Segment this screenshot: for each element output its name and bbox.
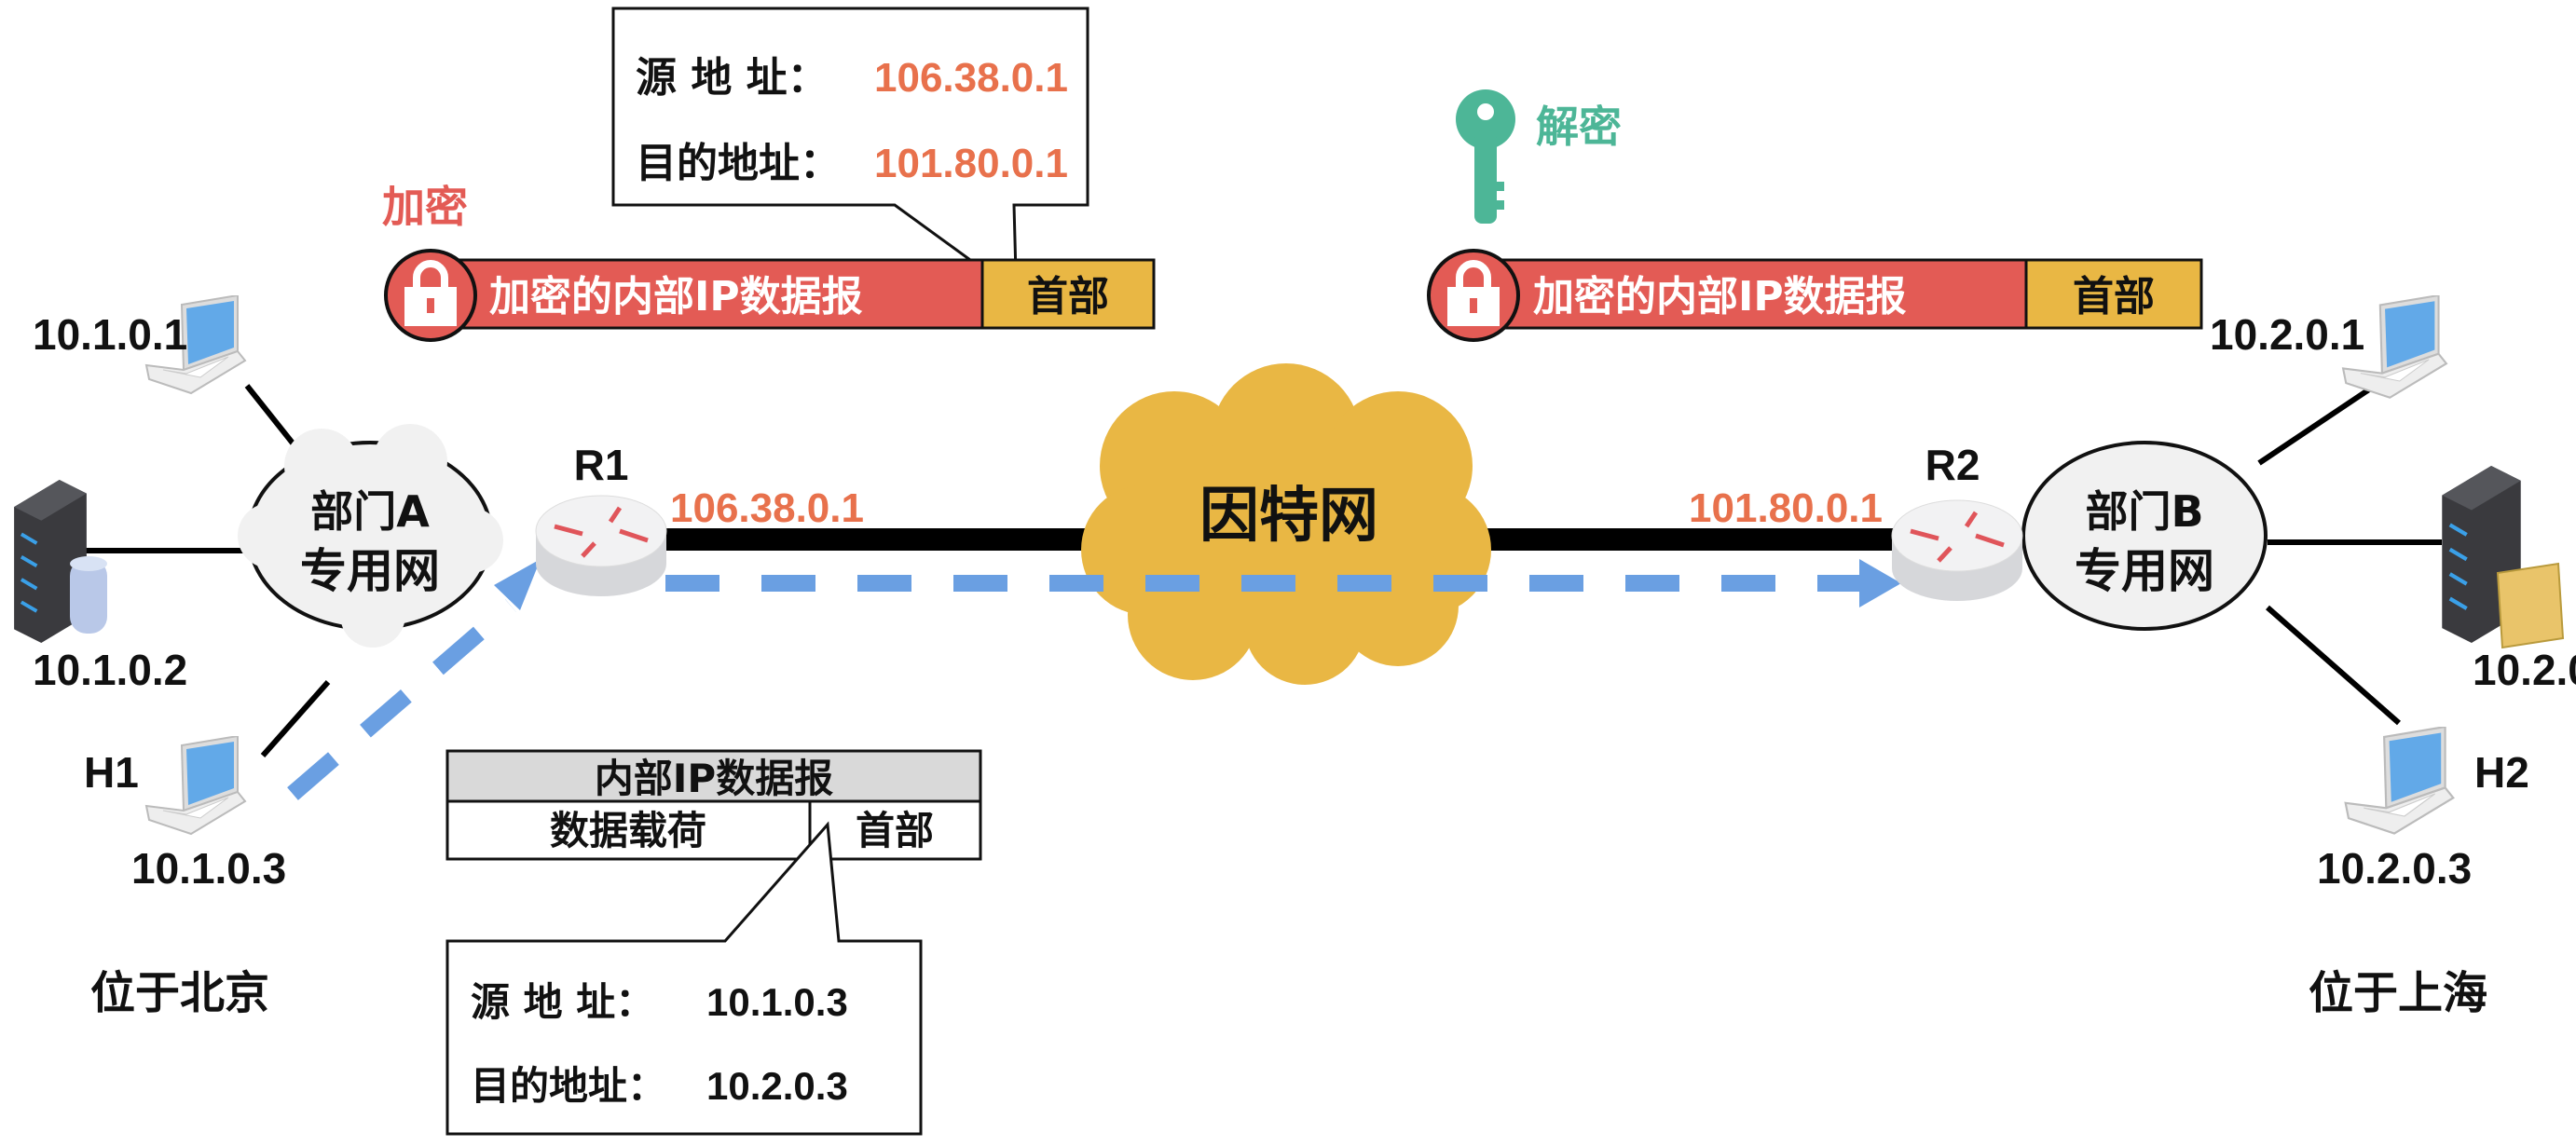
internet-cloud: 因特网: [1081, 363, 1491, 685]
folder-icon: [2496, 562, 2565, 649]
datagram-payload: 数据载荷: [550, 808, 706, 853]
location-b: 位于上海: [2309, 967, 2487, 1019]
site-b-links: [2257, 383, 2442, 726]
key-icon: [1456, 89, 1515, 224]
src-value: 106.38.0.1: [874, 55, 1068, 101]
h1-label: H1: [84, 748, 139, 797]
router-r2-icon: [1892, 500, 2022, 601]
router-r1-icon: [536, 496, 666, 596]
src-value: 10.1.0.3: [706, 980, 848, 1024]
laptop-h1-icon: [145, 736, 246, 835]
database-icon: [70, 556, 107, 634]
inner-header-callout: 源 地 址： 10.1.0.3 目的地址： 10.2.0.3: [445, 821, 923, 1136]
host-10-1-0-1-ip: 10.1.0.1: [33, 310, 187, 359]
host-10-2-0-1-ip: 10.2.0.1: [2210, 310, 2364, 359]
cloud-a-line1: 部门A: [310, 486, 430, 537]
arrowhead-icon: [494, 559, 541, 610]
src-label: 源 地 址：: [471, 979, 654, 1025]
inner-datagram: 内部IP数据报 数据载荷 首部: [445, 749, 982, 861]
decrypt-label: 解密: [1536, 102, 1622, 152]
dst-value: 10.2.0.3: [706, 1064, 848, 1108]
dst-label: 目的地址：: [471, 1063, 666, 1109]
packet-header-label: 首部: [1027, 273, 1109, 321]
dst-value: 101.80.0.1: [874, 141, 1068, 186]
cloud-a-line2: 专用网: [300, 544, 440, 598]
h2-ip: 10.2.0.3: [2317, 844, 2472, 893]
cloud-site-a: 部门A 专用网: [238, 424, 503, 648]
outer-header-callout: 源 地 址： 106.38.0.1 目的地址： 101.80.0.1: [611, 7, 1089, 277]
lock-icon: [1447, 260, 1500, 326]
src-label: 源 地 址：: [636, 54, 829, 102]
h2-label: H2: [2474, 748, 2529, 797]
internet-label: 因特网: [1199, 482, 1378, 551]
datagram-title: 内部IP数据报: [595, 756, 833, 801]
packet-header-label: 首部: [2073, 273, 2155, 321]
dst-label: 目的地址：: [636, 140, 841, 187]
laptop-h2-icon: [2344, 727, 2455, 835]
packet-body-label: 加密的内部IP数据报: [1533, 273, 1907, 321]
encrypted-packet-left: 加密的内部IP数据报 首部: [384, 249, 1156, 342]
cloud-b-line1: 部门B: [2085, 486, 2203, 537]
lock-icon: [404, 260, 457, 326]
location-a: 位于北京: [90, 967, 269, 1019]
packet-body-label: 加密的内部IP数据报: [489, 273, 863, 321]
r1-label: R1: [574, 441, 629, 489]
h1-ip: 10.1.0.3: [131, 844, 286, 893]
r2-ip: 101.80.0.1: [1689, 485, 1883, 531]
server-b-ip: 10.2.0.2: [2473, 646, 2576, 694]
datagram-header: 首部: [856, 808, 934, 853]
server-a-ip: 10.1.0.2: [33, 646, 187, 694]
r2-label: R2: [1925, 441, 1980, 489]
cloud-site-b: 部门B 专用网: [2021, 441, 2268, 631]
arrowhead-icon: [1859, 559, 1901, 607]
encrypt-label: 加密: [382, 182, 468, 232]
r1-ip: 106.38.0.1: [670, 485, 864, 531]
cloud-b-line2: 专用网: [2075, 544, 2214, 598]
encrypted-packet-right: 加密的内部IP数据报 首部: [1427, 249, 2203, 342]
h1-path-arrow: [287, 599, 516, 800]
